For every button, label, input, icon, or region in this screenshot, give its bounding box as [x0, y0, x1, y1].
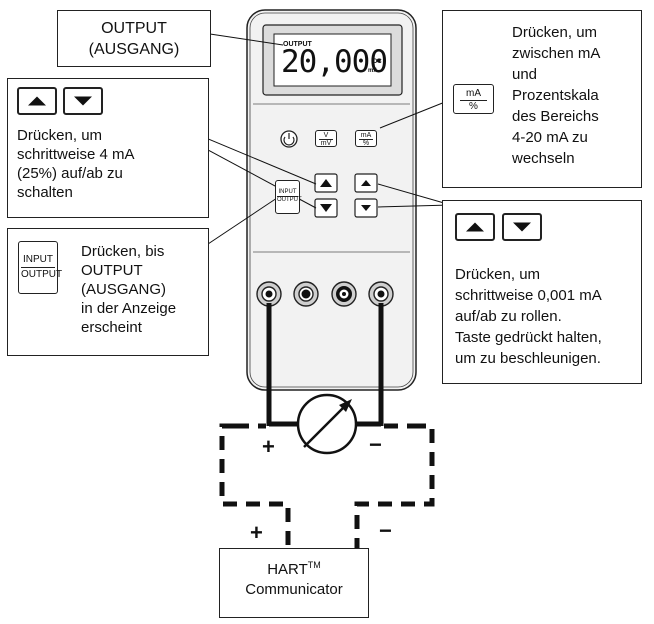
leader-fine-down — [377, 204, 452, 208]
leader-ma-percent — [379, 99, 451, 129]
polarity-minus-top: − — [369, 432, 382, 457]
hart-communicator-label: Communicator — [245, 581, 343, 598]
down-fine-key[interactable] — [502, 213, 543, 241]
power-icon — [283, 136, 295, 146]
callout-step-fine: Drücken, um schrittweise 0,001 mA auf/ab… — [442, 200, 642, 384]
io-key-bottom: OUTPUT — [21, 267, 63, 280]
callout-step-fine-line: um zu beschleunigen. — [455, 350, 601, 367]
hart-label: HART — [267, 561, 308, 578]
hart-communicator: HARTTM Communicator — [219, 548, 369, 618]
device-ma-key-bottom: % — [359, 139, 373, 147]
polarity-plus-top: + — [262, 434, 275, 459]
device-down-4ma-arrow — [320, 204, 332, 212]
lcd-value: 20,000 — [281, 44, 388, 80]
callout-io-line: erscheint — [81, 319, 142, 336]
callout-ma-line: des Bereichs — [512, 108, 599, 125]
arrow-up-icon — [466, 222, 484, 232]
device-io-key-bottom: OUTPUT — [277, 196, 302, 203]
device-voltage-key-top: V — [323, 132, 329, 139]
callout-step-4ma: Drücken, um schrittweise 4 mA (25%) auf/… — [7, 78, 209, 218]
callout-step-4ma-line: Drücken, um — [17, 127, 103, 144]
loop-meter-arrowhead — [339, 399, 352, 412]
callout-io-line: in der Anzeige — [81, 300, 177, 317]
device-up-4ma-arrow — [320, 179, 332, 187]
leader-input-output — [207, 195, 281, 245]
callout-output: OUTPUT (AUSGANG) — [57, 10, 211, 67]
jack-1 — [256, 281, 282, 307]
loop-meter-needle — [303, 405, 346, 448]
lcd-dc-indicator: DC — [373, 59, 382, 65]
callout-step-4ma-line: schalten — [17, 184, 73, 201]
device-ma-key-top: mA — [360, 132, 372, 139]
device-input-output-key[interactable]: INPUT OUTPUT — [275, 180, 302, 214]
jack-2 — [293, 281, 319, 307]
device-io-key-top: INPUT — [278, 189, 297, 195]
ma-key-top: mA — [466, 88, 481, 99]
callout-output-line1: OUTPUT — [101, 20, 167, 37]
device-voltage-key-bottom: mV — [319, 139, 333, 147]
up-4ma-key[interactable] — [17, 87, 57, 115]
callout-step-fine-line: schrittweise 0,001 mA — [455, 287, 602, 304]
callout-step-4ma-line: (25%) auf/ab zu — [17, 165, 123, 182]
jack-3 — [331, 281, 357, 307]
leader-fine-up — [377, 183, 452, 206]
callout-step-fine-line: Drücken, um — [455, 266, 541, 283]
callout-step-4ma-line: schrittweise 4 mA — [17, 146, 135, 163]
polarity-plus-bottom: + — [250, 520, 263, 545]
leader-output — [209, 33, 284, 46]
device-down-fine-arrow — [361, 205, 371, 211]
callout-ma-line: wechseln — [512, 150, 575, 167]
jack-4 — [368, 281, 394, 307]
callout-ma-line: zwischen mA — [512, 45, 601, 62]
ma-key-bottom: % — [460, 100, 487, 113]
device-voltage-key[interactable]: V mV — [315, 130, 337, 147]
callout-input-output: INPUT OUTPUT Drücken, bis OUTPUT (AUSGAN… — [7, 228, 209, 356]
callout-ma-line: Drücken, um — [512, 24, 598, 41]
lcd-mode-label: OUTPUT — [283, 41, 312, 48]
callout-io-line: Drücken, bis — [81, 243, 165, 260]
callout-ma-line: Prozentskala — [512, 87, 599, 104]
io-key-top: INPUT — [23, 254, 53, 265]
callout-ma-percent: mA % Drücken, um zwischen mA und Prozent… — [442, 10, 642, 188]
input-output-key[interactable]: INPUT OUTPUT — [18, 241, 63, 294]
lcd-screen — [273, 33, 392, 87]
hart-trademark: TM — [307, 560, 321, 570]
device-up-fine-arrow — [361, 180, 371, 186]
dashed-wire-negative — [354, 423, 435, 548]
polarity-minus-bottom: − — [379, 518, 392, 543]
callout-step-fine-line: Taste gedrückt halten, — [455, 329, 602, 346]
calibrator-inner-edge — [249, 12, 414, 388]
arrow-up-icon — [28, 96, 46, 106]
dashed-wire-positive — [219, 423, 291, 548]
arrow-down-icon — [513, 222, 532, 232]
callout-ma-line: und — [512, 66, 538, 83]
lcd-unit: mA — [368, 68, 378, 74]
device-ma-percent-key[interactable]: mA % — [355, 130, 377, 147]
arrow-down-icon — [74, 96, 93, 106]
ma-percent-key[interactable]: mA % — [453, 84, 494, 114]
callout-output-line2: (AUSGANG) — [88, 41, 180, 58]
down-4ma-key[interactable] — [63, 87, 104, 115]
callout-step-fine-line: auf/ab zu rollen. — [455, 308, 562, 325]
callout-io-line: (AUSGANG) — [81, 281, 167, 298]
up-fine-key[interactable] — [455, 213, 495, 241]
callout-io-line: OUTPUT — [81, 262, 143, 279]
callout-ma-line: 4-20 mA zu — [512, 129, 588, 146]
